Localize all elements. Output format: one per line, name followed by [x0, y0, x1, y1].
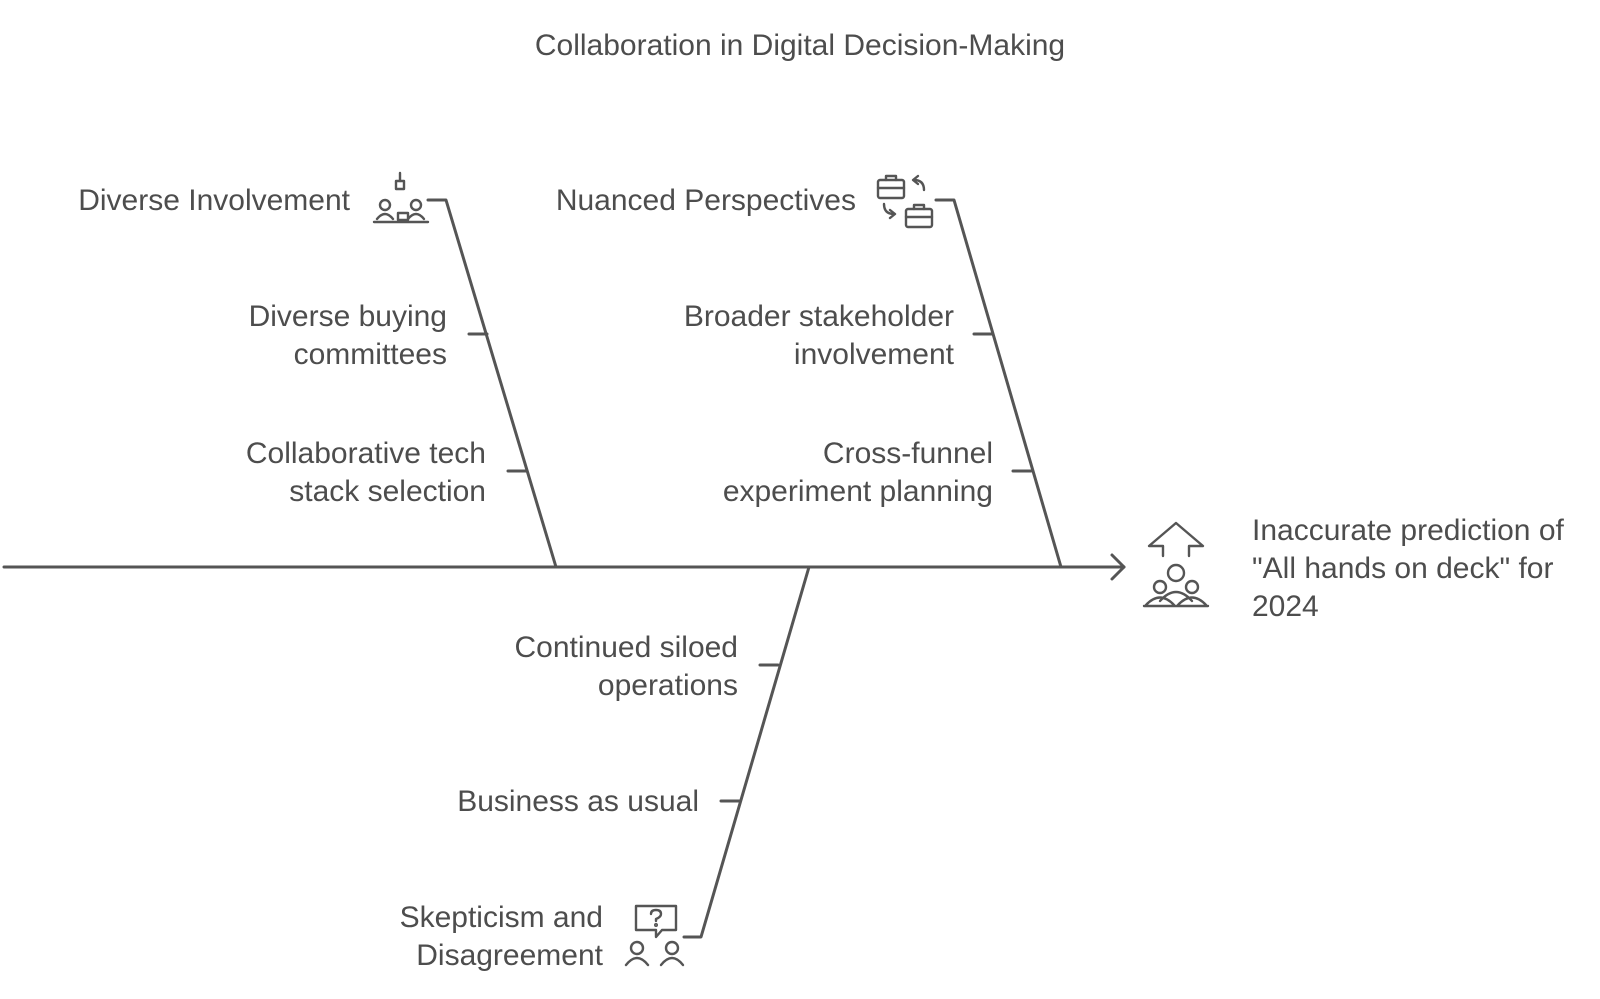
cause-broader-stakeholder: Broader stakeholder involvement	[683, 300, 954, 371]
category-label-nuanced-perspectives: Nuanced Perspectives	[555, 184, 856, 217]
cause-collaborative-tech-stack: Collaborative tech stack selection	[245, 437, 486, 508]
category-label-skepticism: Skepticism and Disagreement	[399, 901, 603, 972]
bone-skepticism	[682, 565, 811, 939]
spine-arrowhead	[1110, 553, 1126, 581]
bone-diverse-involvement	[426, 198, 558, 569]
bone-nuanced-perspectives	[934, 198, 1063, 569]
effect-label: Inaccurate prediction of "All hands on d…	[1252, 514, 1564, 623]
category-label-diverse-involvement: Diverse Involvement	[78, 184, 350, 217]
cause-business-as-usual: Business as usual	[457, 785, 699, 818]
briefcase-exchange-icon	[876, 174, 934, 229]
people-question-icon	[624, 904, 685, 967]
team-growth-icon	[1142, 521, 1210, 608]
cause-cross-funnel: Cross-funnel experiment planning	[722, 437, 993, 508]
meeting-table-icon	[372, 171, 430, 224]
diagram-title: Collaboration in Digital Decision-Making	[534, 29, 1066, 62]
cause-diverse-buying-committees: Diverse buying committees	[248, 300, 447, 371]
cause-continued-siloed: Continued siloed operations	[514, 631, 739, 702]
